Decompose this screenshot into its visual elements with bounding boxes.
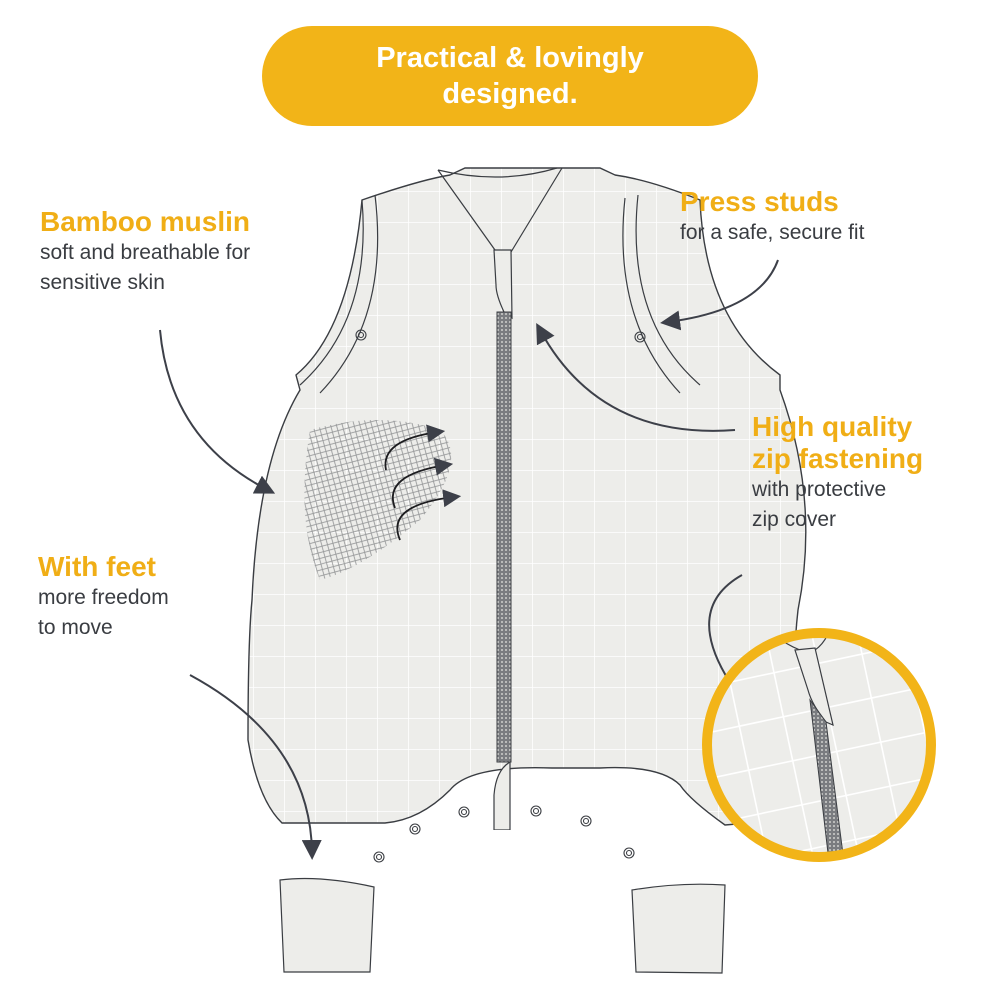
callout-desc: sensitive skin	[40, 271, 165, 294]
callout-press-studs: Press studs for a safe, secure fit	[680, 186, 864, 248]
callout-desc: zip cover	[752, 508, 837, 531]
callout-with-feet: With feet more freedom to move	[38, 551, 169, 643]
callout-desc: to move	[38, 616, 113, 639]
zip-detail-magnifier	[702, 628, 936, 862]
callout-title: Press studs	[680, 186, 839, 217]
callout-title: zip fastening	[752, 443, 924, 474]
callout-arrows	[159, 259, 779, 860]
callout-desc: for a safe, secure fit	[680, 221, 865, 244]
headline-banner: Practical & lovingly designed.	[262, 26, 758, 126]
callout-bamboo-muslin: Bamboo muslin soft and breathable for se…	[40, 206, 250, 298]
headline-text: Practical & lovingly designed.	[376, 42, 644, 110]
callout-title: Bamboo muslin	[40, 206, 251, 237]
callout-desc: with protective	[752, 478, 887, 501]
callout-title: High quality	[752, 411, 913, 442]
callout-desc: soft and breathable for	[40, 241, 251, 264]
callout-desc: more freedom	[38, 586, 169, 609]
callout-title: With feet	[38, 551, 156, 582]
callout-zip-fastening: High quality zip fastening with protecti…	[752, 411, 923, 535]
garment-body	[247, 167, 807, 985]
